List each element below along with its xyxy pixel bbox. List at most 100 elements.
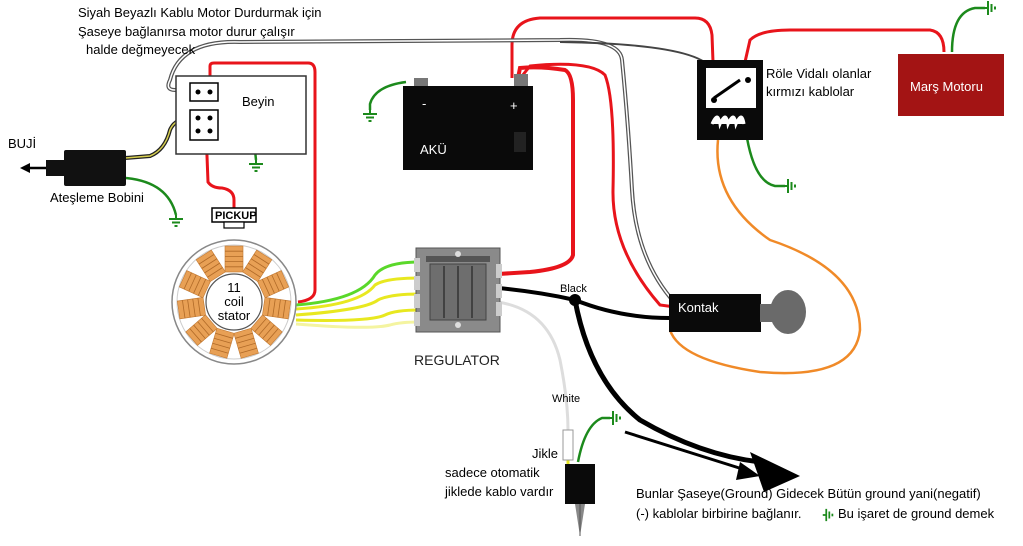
red-wire-battery-regulator [497, 65, 575, 276]
battery: - + AKÜ [403, 74, 533, 170]
stator-coil-winding [198, 254, 215, 265]
stator-coil-winding [197, 279, 207, 296]
lime-wire-stator [295, 260, 421, 307]
stator-coil [224, 245, 244, 273]
stator-coil-winding [276, 272, 285, 290]
ground-icon [362, 110, 378, 122]
stator-coil-winding [213, 337, 232, 344]
ground-icon [822, 508, 834, 522]
black-wire-ground-sweep [572, 299, 761, 465]
yellow-wire-stator-2 [295, 292, 421, 317]
battery-plus: + [510, 98, 518, 113]
buji-label: BUJİ [8, 136, 36, 151]
stator-coil-winding [282, 300, 286, 319]
stator-coil-winding [193, 276, 202, 294]
stator-coil-winding [201, 317, 214, 333]
stator-coil [242, 249, 273, 283]
stator-coil-winding [266, 276, 275, 294]
stator-coil-winding [248, 262, 264, 274]
note-line-3: halde değmeyecek [86, 42, 196, 57]
stator-coil [262, 297, 292, 320]
red-wire-relay-starter [743, 28, 946, 63]
big-arrow-head-icon [750, 452, 800, 492]
red-wire-battery-kontak [520, 62, 676, 309]
black-junction [569, 294, 581, 306]
stator-coil-winding [187, 299, 191, 318]
stator-coil-winding [197, 321, 210, 336]
stator-coil-winding [254, 317, 267, 333]
arrow-head-icon [736, 462, 760, 480]
stator-coil-winding [238, 342, 256, 349]
beyin-label: Beyin [242, 94, 275, 109]
stator-coil-winding [267, 298, 271, 316]
white-label: White [552, 393, 580, 405]
stator-coil [178, 270, 211, 299]
stator-coil-winding [197, 298, 201, 316]
stator-coil [195, 249, 226, 283]
stator-coil-winding [193, 324, 206, 339]
stator-coil-winding [210, 347, 229, 354]
kontak-label: Kontak [678, 300, 719, 315]
stator-coil-winding [236, 337, 255, 344]
relay-label-2: kırmızı kablolar [766, 84, 855, 99]
stator-coil [185, 314, 218, 346]
stator-label-3: stator [218, 308, 251, 323]
stator-coil [176, 297, 206, 320]
choke-label: Jikle [532, 446, 558, 461]
ground-icon [609, 410, 621, 426]
stator-coil [257, 270, 290, 299]
ground-icon [248, 160, 264, 172]
stator-coil-winding [182, 300, 186, 319]
stator-coil-winding [262, 324, 275, 339]
stator-coil-winding [188, 274, 197, 292]
beyin-cdi: Beyin [175, 75, 307, 155]
red-wire-pickup [204, 129, 236, 210]
battery-label: AKÜ [420, 142, 447, 157]
starter-relay: Röle Vidalı olanlar kırmızı kablolar [697, 60, 872, 140]
stator-coil-winding [204, 262, 220, 274]
choke: Jikle sadece otomatik jiklede kablo vard… [444, 429, 595, 536]
note-line-2: Şaseye bağlanırsa motor durur çalışır [78, 24, 295, 39]
orange-wire-relay-kontak [668, 139, 862, 375]
red-wire-beyin-stator [208, 61, 317, 304]
relay-label-1: Röle Vidalı olanlar [766, 66, 872, 81]
yellow-wire-stator-3 [295, 308, 421, 322]
stator-coil [233, 327, 259, 359]
note-line-1: Siyah Beyazlı Kablu Motor Durdurmak için [78, 5, 322, 20]
starter-motor: Marş Motoru [898, 54, 1004, 116]
ground-note-1: Bunlar Şaseye(Ground) Gidecek Bütün grou… [636, 486, 981, 501]
arrow-left-icon [20, 163, 30, 173]
stator-coil-winding [277, 299, 281, 318]
stator-coil-winding [266, 328, 279, 343]
stator-coil-winding [212, 342, 230, 349]
choke-note-1: sadece otomatik [445, 465, 540, 480]
pickup: PICKUP [211, 207, 257, 229]
starter-label: Marş Motoru [910, 79, 983, 94]
stator-coil-winding [215, 332, 233, 339]
ground-icon [168, 215, 184, 227]
ground-note-3: Bu işaret de ground demek [838, 506, 995, 521]
red-wire-battery-relay [510, 16, 715, 78]
stator-coil-winding [183, 272, 192, 290]
ground-note-2: (-) kablolar birbirine bağlanır. [636, 506, 801, 521]
stator-coil-winding [272, 298, 276, 317]
regulator: REGULATOR [414, 247, 502, 368]
ignition-coil: BUJİ Ateşleme Bobini [8, 136, 144, 205]
stator-coil-winding [245, 267, 261, 278]
stator-coil-winding [271, 274, 280, 292]
stator: 11 coil stator [171, 239, 297, 365]
stator-coil-winding [253, 254, 270, 265]
stator-coil-winding [192, 298, 196, 317]
white-wire-regulator-choke [497, 300, 570, 431]
black-label: Black [560, 283, 587, 295]
regulator-label: REGULATOR [414, 352, 500, 368]
stator-coil-winding [189, 328, 202, 343]
stator-coil-winding [239, 347, 258, 354]
stator-coil [250, 314, 283, 346]
ground-icon [984, 0, 996, 16]
stator-coil-winding [201, 258, 218, 269]
coil-label: Ateşleme Bobini [50, 190, 144, 205]
ground-icon [784, 178, 796, 194]
stator-coil-winding [250, 258, 267, 269]
